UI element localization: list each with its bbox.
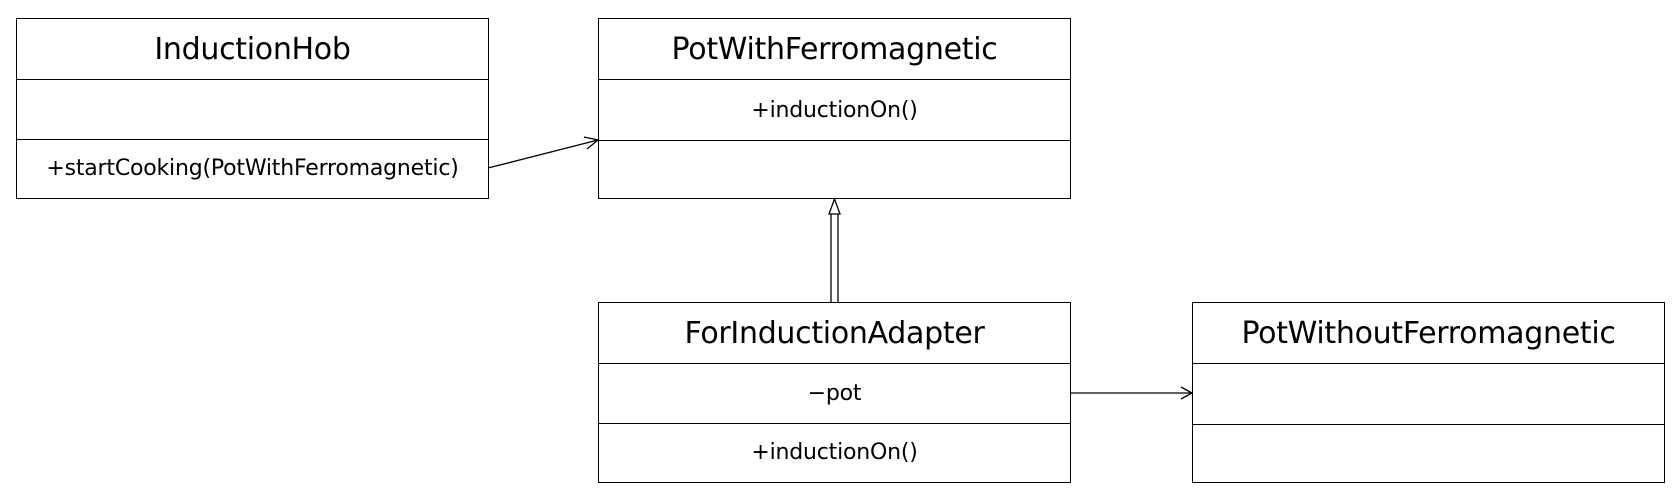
class-attributes: +inductionOn() xyxy=(599,79,1070,140)
class-name: PotWithoutFerromagnetic xyxy=(1241,315,1616,351)
association-adapter-to-pot-without xyxy=(1071,386,1194,400)
class-name: ForInductionAdapter xyxy=(684,315,985,351)
class-for-induction-adapter[interactable]: ForInductionAdapter −pot +inductionOn() xyxy=(598,302,1071,483)
class-attributes: −pot xyxy=(599,363,1070,423)
class-name: PotWithFerromagnetic xyxy=(671,31,998,67)
class-pot-with-ferromagnetic[interactable]: PotWithFerromagnetic +inductionOn() xyxy=(598,18,1071,199)
class-pot-without-ferromagnetic[interactable]: PotWithoutFerromagnetic xyxy=(1192,302,1665,483)
class-operations: +inductionOn() xyxy=(599,423,1070,481)
class-operations: +startCooking(PotWithFerromagnetic) xyxy=(17,139,488,197)
class-induction-hob[interactable]: InductionHob +startCooking(PotWithFerrom… xyxy=(16,18,489,199)
association-hob-to-pot xyxy=(487,136,600,169)
generalization-adapter-to-pot xyxy=(828,197,841,302)
class-operations xyxy=(599,140,1070,197)
class-operations xyxy=(1193,424,1664,481)
class-attributes xyxy=(17,79,488,139)
class-name: InductionHob xyxy=(154,31,351,67)
class-attributes xyxy=(1193,363,1664,424)
hollow-triangle-arrowhead-icon xyxy=(828,197,841,215)
